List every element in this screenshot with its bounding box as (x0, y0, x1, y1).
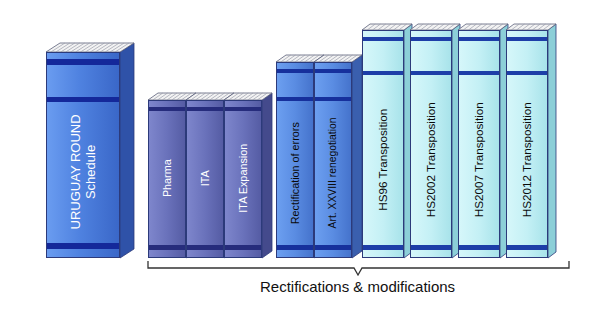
spine-title: HS2007 Transposition (472, 78, 485, 242)
spine-band (315, 69, 351, 73)
page-line (324, 55, 334, 62)
book-3d-face (458, 24, 508, 258)
page-line (281, 55, 291, 62)
spine-title: HS2012 Transposition (520, 78, 533, 242)
page-line (343, 55, 353, 62)
spine-band (277, 245, 313, 250)
book-spine: ITA Expansion (224, 100, 262, 258)
page-line (328, 55, 338, 62)
book-spine: HS96 Transposition (362, 30, 404, 258)
page-line (295, 55, 305, 62)
spine-band (507, 37, 547, 41)
page-line (243, 93, 253, 100)
spine-band (459, 71, 499, 75)
page-line (257, 93, 267, 100)
spine-title: HS96 Transposition (376, 78, 389, 242)
spine-band (507, 71, 547, 75)
page-line (286, 55, 296, 62)
spine-band (411, 37, 451, 41)
spine-band (225, 245, 261, 250)
book-3d-face (224, 93, 272, 258)
book-spine: Art. XXVIII renegotiation (314, 62, 352, 258)
spine-band (411, 71, 451, 75)
page-line (333, 55, 343, 62)
spine-title: URUGUAY ROUND Schedule (68, 110, 98, 235)
spine-band (187, 107, 223, 111)
spine-title: Rectification of errors (289, 104, 301, 242)
book-spine: Rectification of errors (276, 62, 314, 258)
spine-band (363, 71, 403, 75)
spine-band (363, 245, 403, 250)
book-pages (46, 43, 134, 52)
page-line (338, 55, 348, 62)
book-spine: HS2012 Transposition (506, 30, 548, 258)
spine-band (507, 245, 547, 250)
spine-title: ITA Expansion (237, 114, 249, 242)
book-side (548, 24, 556, 258)
page-line (200, 93, 210, 100)
page-line (248, 93, 258, 100)
spine-band (47, 97, 119, 102)
spine-band (315, 97, 351, 101)
page-line (300, 55, 310, 62)
page-line (238, 93, 248, 100)
page-line (290, 55, 300, 62)
page-line (158, 93, 168, 100)
book-side (262, 93, 272, 258)
spine-band (47, 59, 119, 65)
group-bracket (148, 261, 569, 275)
spine-band (277, 97, 313, 101)
book-pages (224, 93, 272, 100)
book-spine: ITA (186, 100, 224, 258)
page-line (115, 43, 129, 52)
page-line (177, 93, 187, 100)
spine-band (459, 37, 499, 41)
spine-band (363, 37, 403, 41)
book-3d-face (362, 24, 412, 258)
page-line (167, 93, 177, 100)
spine-band (47, 243, 119, 249)
book-spine: Pharma (148, 100, 186, 258)
book-faces (46, 24, 556, 258)
book-spine: URUGUAY ROUND Schedule (46, 52, 120, 258)
book-3d-face (410, 24, 460, 258)
page-line (234, 93, 244, 100)
book-3d-face (314, 55, 362, 258)
page-line (253, 93, 263, 100)
page-line (319, 55, 329, 62)
page-line (205, 93, 215, 100)
page-line (210, 93, 220, 100)
book-side (120, 43, 134, 258)
spine-title: ITA (199, 114, 211, 242)
spine-band (277, 69, 313, 73)
book-side (352, 55, 362, 258)
book-spine: HS2002 Transposition (410, 30, 452, 258)
page-line (172, 93, 182, 100)
page-line (229, 93, 239, 100)
spine-band (225, 107, 261, 111)
spine-band (411, 245, 451, 250)
page-line (215, 93, 225, 100)
spine-band (149, 107, 185, 111)
page-line (162, 93, 172, 100)
book-pages (314, 55, 362, 62)
book-3d-face (506, 24, 556, 258)
spine-band (187, 245, 223, 250)
page-line (191, 93, 201, 100)
group-label: Rectifications & modifications (260, 278, 455, 295)
book-3d-face (46, 43, 134, 258)
page-line (305, 55, 315, 62)
spine-title: Art. XXVIII renegotiation (327, 104, 339, 242)
page-line (347, 55, 357, 62)
spine-band (459, 245, 499, 250)
spine-title: HS2002 Transposition (424, 78, 437, 242)
book-spine: HS2007 Transposition (458, 30, 500, 258)
page-line (153, 93, 163, 100)
spine-band (315, 245, 351, 250)
spine-band (149, 245, 185, 250)
page-line (196, 93, 206, 100)
spine-title: Pharma (161, 114, 173, 242)
